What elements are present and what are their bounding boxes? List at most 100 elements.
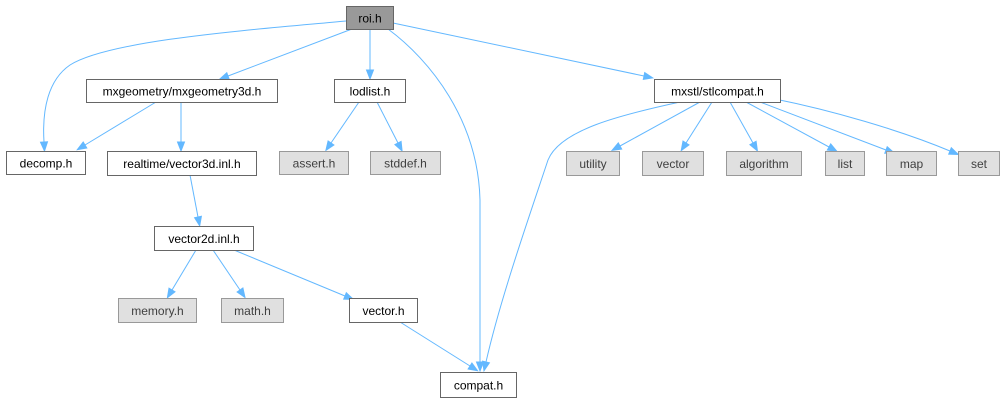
edge-line — [212, 249, 241, 291]
node-box — [279, 151, 349, 175]
edge-arrowhead — [610, 142, 623, 151]
node-label: vector2d.inl.h — [168, 232, 239, 246]
node-box — [154, 226, 254, 251]
node-algorithm: algorithm — [726, 151, 802, 176]
edge-arrowhead — [365, 69, 375, 81]
edge-line — [392, 22, 645, 77]
edge-stlcompat-to-set — [774, 98, 960, 156]
edge-line — [43, 20, 347, 143]
edge-line — [189, 174, 199, 218]
node-vec3d[interactable]: realtime/vector3d.inl.h — [107, 151, 257, 176]
edge-line — [171, 249, 197, 291]
node-assert: assert.h — [279, 151, 349, 175]
node-box — [958, 151, 1000, 176]
node-box — [118, 298, 197, 323]
node-label: mxstl/stlcompat.h — [671, 85, 764, 99]
edge-arrowhead — [39, 141, 49, 153]
edge-arrowhead — [166, 287, 176, 299]
node-label: roi.h — [358, 12, 381, 26]
node-vec2d[interactable]: vector2d.inl.h — [154, 226, 254, 251]
edge-line — [84, 101, 157, 146]
edge-line — [233, 249, 346, 297]
nodes-layer: roi.h decomp.h mxgeometry/mxgeometry3d.h lo… — [6, 6, 1000, 398]
node-label: stddef.h — [384, 157, 427, 171]
node-box — [440, 372, 517, 398]
node-label: list — [838, 157, 853, 171]
node-box — [642, 151, 704, 176]
edge-arrowhead — [218, 71, 230, 80]
edge-line — [485, 101, 681, 363]
edge-lodlist-to-stddef — [376, 101, 403, 153]
node-lodlist[interactable]: lodlist.h — [334, 79, 406, 103]
edge-roi-to-lodlist — [365, 29, 375, 81]
node-vector_h[interactable]: vector.h — [349, 298, 418, 323]
node-label: assert.h — [293, 157, 336, 171]
edge-line — [387, 28, 481, 362]
node-mxgeom[interactable]: mxgeometry/mxgeometry3d.h — [86, 79, 278, 103]
edge-mxgeom-to-decomp — [76, 101, 157, 151]
edge-line — [399, 321, 471, 367]
edge-stlcompat-to-utility — [610, 101, 701, 151]
edge-stlcompat-to-vector — [680, 101, 713, 152]
edge-arrowhead — [193, 215, 203, 228]
node-box — [346, 6, 394, 30]
edge-stlcompat-to-list — [745, 101, 839, 152]
edge-stlcompat-to-algorithm — [729, 101, 759, 152]
node-label: realtime/vector3d.inl.h — [123, 157, 240, 171]
node-box — [825, 151, 865, 176]
node-compat[interactable]: compat.h — [440, 372, 517, 398]
node-stlcompat[interactable]: mxstl/stlcompat.h — [654, 79, 781, 103]
edge-vector_h-to-compat — [399, 321, 479, 372]
node-label: math.h — [234, 304, 271, 318]
edge-arrowhead — [680, 140, 690, 152]
node-set: set — [958, 151, 1000, 176]
edge-lodlist-to-assert — [325, 101, 360, 152]
node-label: vector.h — [362, 304, 404, 318]
edge-roi-to-compat — [387, 28, 485, 373]
node-box — [334, 79, 406, 103]
node-box — [107, 151, 257, 176]
node-label: algorithm — [739, 157, 788, 171]
node-map: map — [886, 151, 937, 176]
edges-layer — [39, 20, 960, 373]
node-label: mxgeometry/mxgeometry3d.h — [103, 85, 262, 99]
edge-arrowhead — [475, 361, 485, 373]
edge-roi-to-stlcompat — [392, 22, 655, 81]
edge-arrowhead — [749, 140, 759, 152]
node-box — [886, 151, 937, 176]
node-box — [221, 298, 284, 323]
edge-arrowhead — [642, 71, 655, 81]
node-decomp[interactable]: decomp.h — [6, 151, 86, 175]
node-stddef: stddef.h — [370, 151, 441, 175]
edge-line — [330, 101, 360, 144]
edge-line — [685, 101, 713, 144]
node-box — [86, 79, 278, 103]
node-label: memory.h — [131, 304, 183, 318]
node-box — [6, 151, 86, 175]
edge-arrowhead — [481, 360, 491, 373]
node-label: decomp.h — [20, 157, 73, 171]
node-box — [566, 151, 620, 176]
edge-vec3d-to-vec2d — [189, 174, 203, 228]
edge-arrowhead — [342, 291, 355, 300]
edge-line — [729, 101, 754, 144]
edge-arrowhead — [76, 141, 88, 151]
node-roi: roi.h — [346, 6, 394, 30]
node-box — [726, 151, 802, 176]
edge-line — [227, 28, 353, 77]
node-label: vector — [657, 157, 690, 171]
edge-roi-to-decomp — [39, 20, 347, 153]
node-memory: memory.h — [118, 298, 197, 323]
edge-arrowhead — [947, 146, 960, 156]
node-label: set — [971, 157, 988, 171]
edge-line — [759, 101, 887, 151]
edge-line — [376, 101, 399, 144]
edge-line — [774, 98, 951, 152]
edge-arrowhead — [826, 143, 839, 152]
edge-vec2d-to-math — [212, 249, 246, 299]
node-label: compat.h — [454, 379, 503, 393]
edge-vec2d-to-vector_h — [233, 249, 355, 300]
edge-line — [745, 101, 830, 148]
node-list: list — [825, 151, 865, 176]
